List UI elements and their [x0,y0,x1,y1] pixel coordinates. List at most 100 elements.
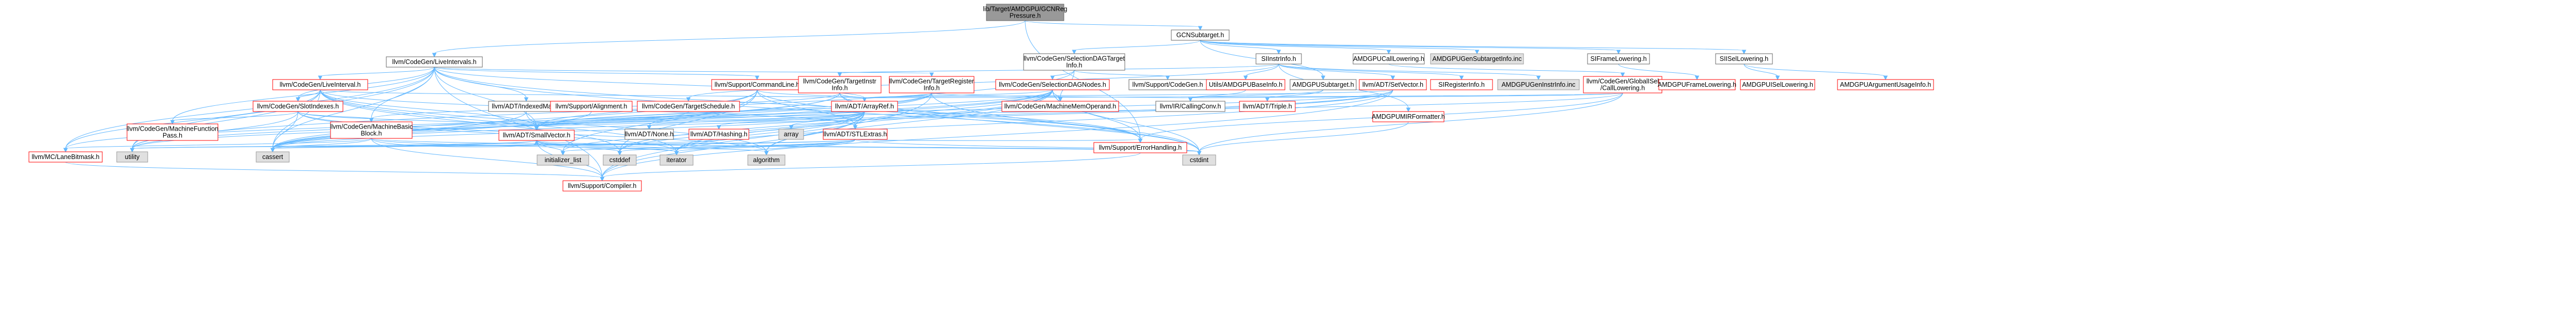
node-label: llvm/CodeGen/SlotIndexes.h [257,103,339,110]
edge-liveintervals-to-supportcommandline [434,67,760,81]
node-label: llvm/Support/ErrorHandling.h [1099,144,1182,151]
node-adtsmallvector[interactable]: llvm/ADT/SmallVector.h [498,130,575,141]
graph-nodes: lib/Target/AMDGPU/GCNRegPressure.hGCNSub… [28,4,1934,192]
edge-gcnsubtarget-to-siframelowering [1200,40,1621,55]
node-label: utility [125,153,140,161]
node-adtstlextras[interactable]: llvm/ADT/STLExtras.h [823,129,888,140]
node-amdgpusubtarget[interactable]: AMDGPUSubtarget.h [1290,79,1357,90]
node-label: Info.h [923,85,939,92]
node-supportalignment[interactable]: llvm/Support/Alignment.h [550,101,633,112]
edge-codegenglobalisel-to-ircallingconv [1188,92,1623,102]
node-label: llvm/ADT/SetVector.h [1362,81,1423,88]
node-mclanebitmask[interactable]: llvm/MC/LaneBitmask.h [28,151,103,163]
node-label: SIInstrInfo.h [1261,55,1296,62]
node-box [562,180,642,192]
node-box [1430,79,1493,90]
node-box [688,129,749,140]
edge-codegenslotindexes-to-codegenmachinefunctionpass [170,111,299,125]
node-initializer_list: initializer_list [537,154,589,166]
node-liveintervals[interactable]: llvm/CodeGen/LiveIntervals.h [386,56,483,68]
node-selectiondagnodes[interactable]: llvm/CodeGen/SelectionDAGNodes.h [995,79,1110,90]
node-box [127,123,218,141]
edge-codegenmachinebasicblock-to-cassert [270,138,372,153]
node-label: Info.h [831,85,847,92]
node-adtarrayref[interactable]: llvm/ADT/ArrayRef.h [831,101,898,112]
edge-siisellowering-to-amdgpuisellowering [1743,64,1780,81]
node-siisellowering[interactable]: SIISelLowering.h [1715,53,1773,65]
node-box [1023,53,1125,71]
node-codegenmachinememoperand[interactable]: llvm/CodeGen/MachineMemOperand.h [1001,101,1119,112]
node-box [1740,79,1815,90]
edge-livecodegeninterval-to-adtarrayref [320,89,867,102]
node-amdgpuframelowering[interactable]: AMDGPUFrameLowering.h [1658,79,1736,90]
edge-selectiondagtarget-to-selectiondagnodes [1050,70,1075,81]
node-box [1359,79,1427,90]
node-box [624,129,674,140]
node-utilsamdgpubaseinfo[interactable]: Utils/AMDGPUBaseInfo.h [1206,79,1285,90]
node-siframelowering[interactable]: SIFrameLowering.h [1587,53,1650,65]
node-box [1206,79,1285,90]
edge-adtstlextras-to-iterator [674,139,856,156]
node-adtnone[interactable]: llvm/ADT/None.h [624,129,674,140]
node-box [798,76,882,93]
node-adttriple[interactable]: llvm/ADT/Triple.h [1239,101,1296,112]
node-box [747,154,786,166]
node-supportcodegen[interactable]: llvm/Support/CodeGen.h [1128,79,1207,90]
node-amdgpugeninstrinfo: AMDGPUGenInstrInfo.inc [1497,79,1580,90]
node-label: lib/Target/AMDGPU/GCNReg [983,6,1067,13]
node-box [1155,101,1226,112]
node-adtindexedmap[interactable]: llvm/ADT/IndexedMap.h [488,101,564,112]
node-label: Utils/AMDGPUBaseInfo.h [1209,81,1282,88]
node-label: llvm/CodeGen/MachineFunction [127,125,218,133]
node-ircallingconv[interactable]: llvm/IR/CallingConv.h [1155,101,1226,112]
node-supporterrorhandling[interactable]: llvm/Support/ErrorHandling.h [1093,142,1187,153]
node-box [116,151,148,163]
node-supportcompiler[interactable]: llvm/Support/Compiler.h [562,180,642,192]
edge-livecodegeninterval-to-codegenslotindexes [295,89,321,102]
node-adthashing[interactable]: llvm/ADT/Hashing.h [688,129,749,140]
node-label: llvm/CodeGen/TargetSchedule.h [642,103,735,110]
node-amdgpucalllowering[interactable]: AMDGPUCallLowering.h [1353,53,1425,65]
node-label: llvm/Support/CommandLine.h [715,81,800,88]
edge-root-to-gcnsubtarget [1025,20,1203,31]
node-box [498,130,575,141]
node-codegenslotindexes[interactable]: llvm/CodeGen/SlotIndexes.h [253,101,343,112]
node-amdgpumirformatter[interactable]: AMDGPUMIRFormatter.h [1372,111,1445,122]
node-label: llvm/MC/LaneBitmask.h [32,153,99,161]
node-codegentargetschedule[interactable]: llvm/CodeGen/TargetSchedule.h [637,101,740,112]
node-siinstrinfo[interactable]: SIInstrInfo.h [1255,53,1302,65]
edge-adtstlextras-to-cassert [270,139,856,153]
node-box [1255,53,1302,65]
node-box [823,129,888,140]
node-supportcommandline[interactable]: llvm/Support/CommandLine.h [711,79,803,90]
node-box [386,56,483,68]
node-siregisterinfo[interactable]: SIRegisterInfo.h [1430,79,1493,90]
node-livecodegeninterval[interactable]: llvm/CodeGen/LiveInterval.h [272,79,368,90]
edge-amdgpusubtarget-to-adttriple [1265,89,1324,102]
node-amdgpuisellowering[interactable]: AMDGPUISelLowering.h [1740,79,1815,90]
node-gcnsubtarget[interactable]: GCNSubtarget.h [1171,29,1230,41]
node-box [1837,79,1934,90]
node-label: llvm/CodeGen/SelectionDAGTarget [1024,55,1125,62]
node-utility: utility [116,151,148,163]
node-label: llvm/Support/Compiler.h [568,182,637,189]
node-box [1239,101,1296,112]
node-amdgpuargumentusageinfo[interactable]: AMDGPUArgumentUsageInfo.h [1837,79,1934,90]
node-label: llvm/CodeGen/TargetInstr [803,78,876,85]
node-box [831,101,898,112]
node-box [550,101,633,112]
node-label: SIRegisterInfo.h [1438,81,1485,88]
edge-gcnsubtarget-to-amdgpucalllowering [1200,40,1391,55]
node-box [537,154,589,166]
node-codegenglobalisel[interactable]: llvm/CodeGen/GlobalISel/CallLowering.h [1583,76,1662,93]
node-label: array [784,131,799,138]
node-label: AMDGPUArgumentUsageInfo.h [1840,81,1931,88]
node-label: llvm/IR/CallingConv.h [1160,103,1221,110]
node-adtsetvector[interactable]: llvm/ADT/SetVector.h [1359,79,1427,90]
